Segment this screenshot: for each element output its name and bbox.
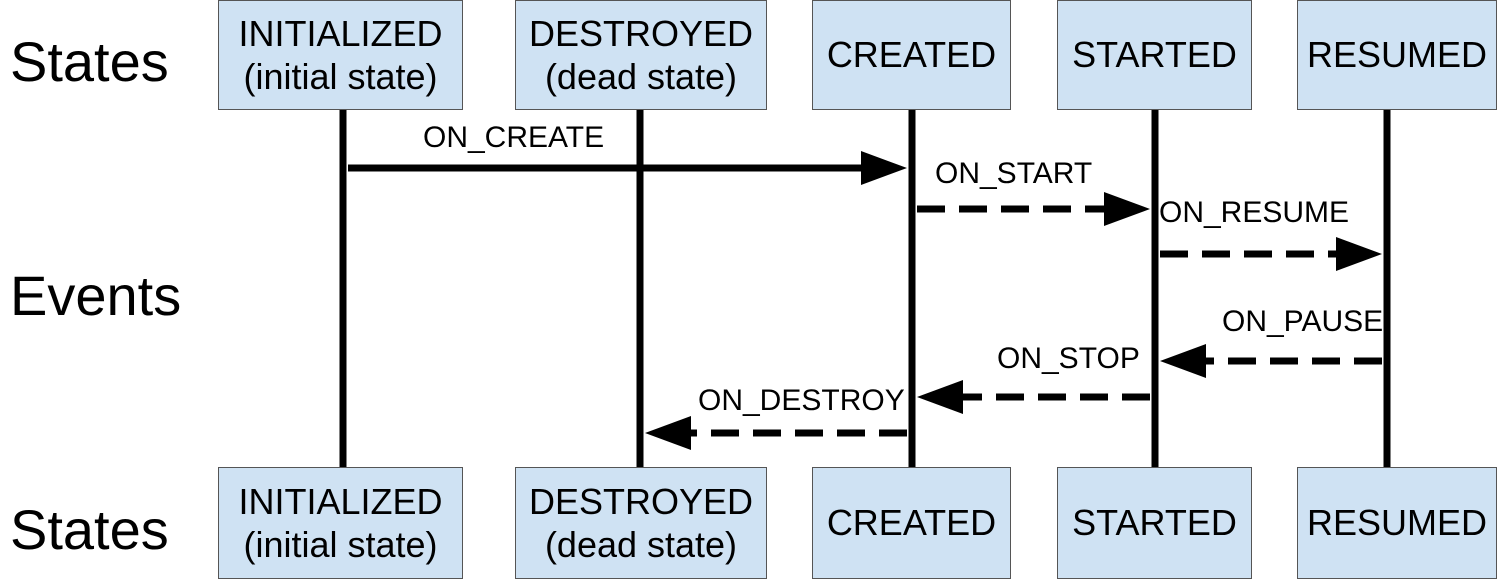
- arrow-on-create: [348, 151, 907, 185]
- arrowhead-icon: [645, 416, 691, 450]
- event-label-on-resume: ON_RESUME: [1159, 196, 1350, 229]
- state-box-initialized-top: INITIALIZED (initial state): [218, 0, 463, 110]
- arrow-on-start: [917, 192, 1150, 226]
- arrowhead-icon: [1160, 344, 1206, 378]
- arrowhead-icon: [861, 151, 907, 185]
- event-label-on-create: ON_CREATE: [423, 121, 605, 154]
- arrowhead-icon: [1336, 237, 1382, 271]
- state-note: (initial state): [243, 524, 438, 565]
- state-name: DESTROYED: [528, 12, 754, 54]
- arrow-on-destroy: [645, 416, 907, 450]
- state-name: INITIALIZED: [238, 12, 443, 54]
- event-label-on-destroy: ON_DESTROY: [698, 384, 905, 417]
- state-note: (initial state): [243, 56, 438, 97]
- event-label-on-start: ON_START: [935, 157, 1093, 190]
- state-box-resumed-top: RESUMED: [1297, 0, 1497, 110]
- state-box-resumed-bottom: RESUMED: [1297, 467, 1497, 579]
- event-label-on-stop: ON_STOP: [997, 342, 1140, 375]
- arrow-on-resume: [1160, 237, 1382, 271]
- arrow-on-pause: [1160, 344, 1382, 378]
- state-name: DESTROYED: [528, 480, 754, 522]
- state-name: CREATED: [826, 502, 997, 544]
- state-name: RESUMED: [1306, 502, 1488, 544]
- state-box-started-bottom: STARTED: [1057, 467, 1252, 579]
- state-box-destroyed-top: DESTROYED (dead state): [515, 0, 767, 110]
- arrowhead-icon: [917, 380, 963, 414]
- state-box-started-top: STARTED: [1057, 0, 1252, 110]
- state-box-initialized-bottom: INITIALIZED (initial state): [218, 467, 463, 579]
- transition-arrows: [348, 151, 1382, 450]
- state-name: STARTED: [1072, 502, 1237, 544]
- state-box-destroyed-bottom: DESTROYED (dead state): [515, 467, 767, 579]
- events-row-label: Events: [10, 264, 182, 327]
- state-note: (dead state): [544, 56, 738, 97]
- state-name: CREATED: [826, 34, 997, 76]
- state-name: STARTED: [1072, 34, 1237, 76]
- state-note: (dead state): [544, 524, 738, 565]
- state-box-created-bottom: CREATED: [812, 467, 1011, 579]
- states-row-label-bottom: States: [10, 498, 169, 561]
- arrowhead-icon: [1104, 192, 1150, 226]
- states-row-label-top: States: [10, 30, 169, 93]
- state-name: RESUMED: [1306, 34, 1488, 76]
- arrow-on-stop: [917, 380, 1150, 414]
- state-name: INITIALIZED: [238, 480, 443, 522]
- state-box-created-top: CREATED: [812, 0, 1011, 110]
- event-label-on-pause: ON_PAUSE: [1222, 305, 1384, 338]
